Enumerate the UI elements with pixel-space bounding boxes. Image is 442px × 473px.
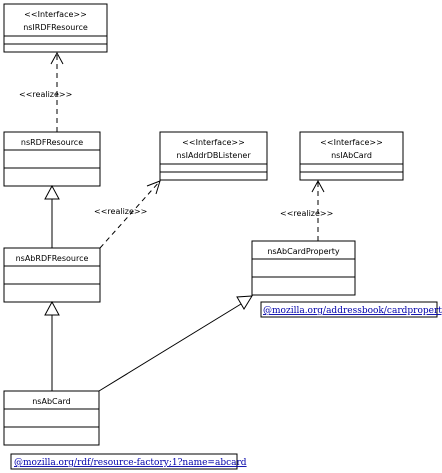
realize-nsabrdfresource-nsiaddrdblistener [99,180,161,249]
class-nsiaddrdblistener[interactable]: <<Interface>> nsIAddrDBListener [159,131,268,181]
realize-label: <<realize>> [280,209,333,218]
realize-nsrdfresource-nsirdfresource [50,51,64,132]
class-name: nsIRDFResource [23,23,88,32]
realize-label: <<realize>> [19,90,72,99]
class-nsrdfresource[interactable]: nsRDFResource [3,131,101,187]
class-nsirdfresource[interactable]: <<Interface>> nsIRDFResource [3,3,108,53]
contract-note-resource-factory[interactable]: @mozilla.org/rdf/resource-factory;1?name… [10,453,247,470]
class-nsabcard[interactable]: nsAbCard [3,390,100,446]
class-name: nsRDFResource [21,138,83,147]
class-nsabcardproperty[interactable]: nsAbCardProperty [251,240,356,296]
generalize-nsabcard-nsabrdfresource [44,300,60,391]
stereotype-label: <<Interface>> [24,10,87,19]
stereotype-label: <<Interface>> [182,138,245,147]
class-name: nsAbCard [32,397,71,406]
contract-id-link[interactable]: @mozilla.org/addressbook/cardproperty;1 [263,306,442,316]
class-nsiabcard[interactable]: <<Interface>> nsIAbCard [299,131,404,181]
contract-id-link[interactable]: @mozilla.org/rdf/resource-factory;1?name… [14,458,247,468]
class-name: nsAbCardProperty [267,247,340,256]
realize-label: <<realize>> [94,207,147,216]
class-name: nsIAbCard [331,151,372,160]
realize-nsabcardproperty-nsiabcard [311,179,325,241]
class-nsabrdfresource[interactable]: nsAbRDFResource [3,247,101,303]
contract-note-cardproperty[interactable]: @mozilla.org/addressbook/cardproperty;1 [260,301,442,318]
generalize-nsabrdfresource-nsrdfresource [44,184,60,248]
class-name: nsAbRDFResource [16,254,89,263]
generalize-nsabcard-nsabcardproperty [98,295,253,392]
class-name: nsIAddrDBListener [176,151,251,160]
stereotype-label: <<Interface>> [320,138,383,147]
